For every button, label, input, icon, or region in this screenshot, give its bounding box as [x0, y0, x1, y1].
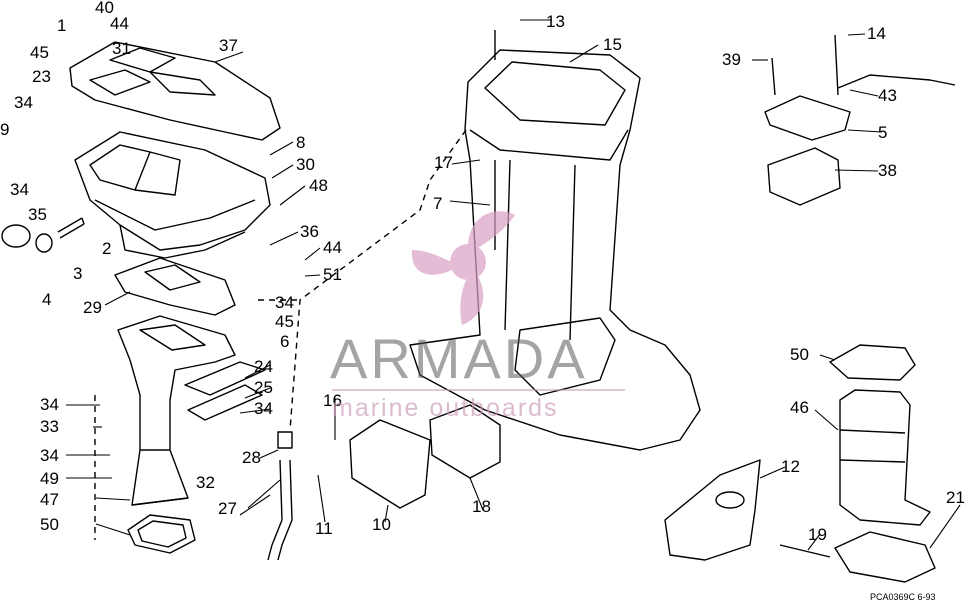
- callout-31: 31: [112, 39, 131, 58]
- callout-51: 51: [323, 265, 342, 284]
- callout-11: 11: [315, 519, 333, 538]
- watermark-propeller: [411, 211, 515, 325]
- gasket-37: [69, 41, 281, 141]
- callout-34: 34: [40, 395, 59, 414]
- callout-13: 13: [546, 12, 565, 31]
- callout-35: 35: [28, 205, 47, 224]
- callout-5: 5: [878, 123, 888, 142]
- callout-6: 6: [280, 332, 290, 351]
- callout-48: 48: [309, 176, 328, 195]
- callout-10: 10: [372, 515, 391, 534]
- callout-2: 2: [102, 239, 112, 258]
- callout-50: 50: [790, 345, 809, 364]
- callout-36: 36: [300, 222, 319, 241]
- callout-14: 14: [867, 24, 886, 43]
- callout-47: 47: [40, 490, 59, 509]
- callout-38: 38: [878, 161, 897, 180]
- figure-code: PCA0369C 6-93: [870, 592, 936, 602]
- callout-34: 34: [254, 399, 273, 418]
- bracket-5: [764, 95, 851, 141]
- cover-10: [349, 419, 431, 509]
- gasket-21: [834, 531, 936, 583]
- callout-24: 24: [254, 357, 273, 376]
- callout-19: 19: [808, 525, 827, 544]
- callout-34: 34: [275, 293, 294, 312]
- watermark-brand: ARMADA: [330, 327, 588, 390]
- callout-44: 44: [323, 238, 342, 257]
- callout-3: 3: [73, 264, 83, 283]
- callout-23: 23: [32, 67, 51, 86]
- callout-1: 1: [57, 16, 67, 35]
- callout-34: 34: [10, 180, 29, 199]
- watermark-tagline: marine outboards: [332, 394, 559, 422]
- callout-25: 25: [254, 378, 273, 397]
- callout-45: 45: [275, 312, 294, 331]
- callout-32: 32: [196, 473, 215, 492]
- callout-44: 44: [110, 14, 129, 33]
- shell-12: [664, 459, 761, 561]
- callout-7: 7: [433, 194, 443, 213]
- callout-49: 49: [40, 469, 59, 488]
- gasket-29: [114, 257, 236, 316]
- rectifier-38: [767, 147, 841, 206]
- callout-30: 30: [296, 155, 315, 174]
- isolator-18: [429, 404, 501, 479]
- callout-4: 4: [42, 290, 52, 309]
- gasket-50-right: [829, 344, 916, 381]
- callout-34: 34: [14, 93, 33, 112]
- callout-16: 16: [323, 391, 342, 410]
- hose-27: [267, 459, 283, 561]
- exhaust-tube-47: [117, 315, 236, 506]
- callout-12: 12: [781, 457, 800, 476]
- callout-40: 40: [95, 0, 114, 17]
- drive-shaft-housing-15: [409, 49, 701, 451]
- callout-18: 18: [472, 497, 491, 516]
- callout-39: 39: [722, 50, 741, 69]
- exhaust-housing: [74, 131, 271, 251]
- callout-8: 8: [296, 133, 306, 152]
- callout-37: 37: [219, 36, 238, 55]
- callout-28: 28: [242, 448, 261, 467]
- housing-46: [839, 389, 931, 526]
- callout-21: 21: [946, 488, 965, 507]
- callout-29: 29: [83, 298, 102, 317]
- callout-45: 45: [30, 43, 49, 62]
- gasket-50-left: [127, 514, 196, 554]
- callout-34: 34: [40, 446, 59, 465]
- callout-33: 33: [40, 417, 59, 436]
- callout-15: 15: [603, 35, 622, 54]
- callout-46: 46: [790, 398, 809, 417]
- callout-17: 17: [434, 153, 453, 172]
- callout-9: 9: [0, 120, 10, 139]
- callout-43: 43: [878, 86, 897, 105]
- callout-27: 27: [218, 499, 237, 518]
- callout-50: 50: [40, 515, 59, 534]
